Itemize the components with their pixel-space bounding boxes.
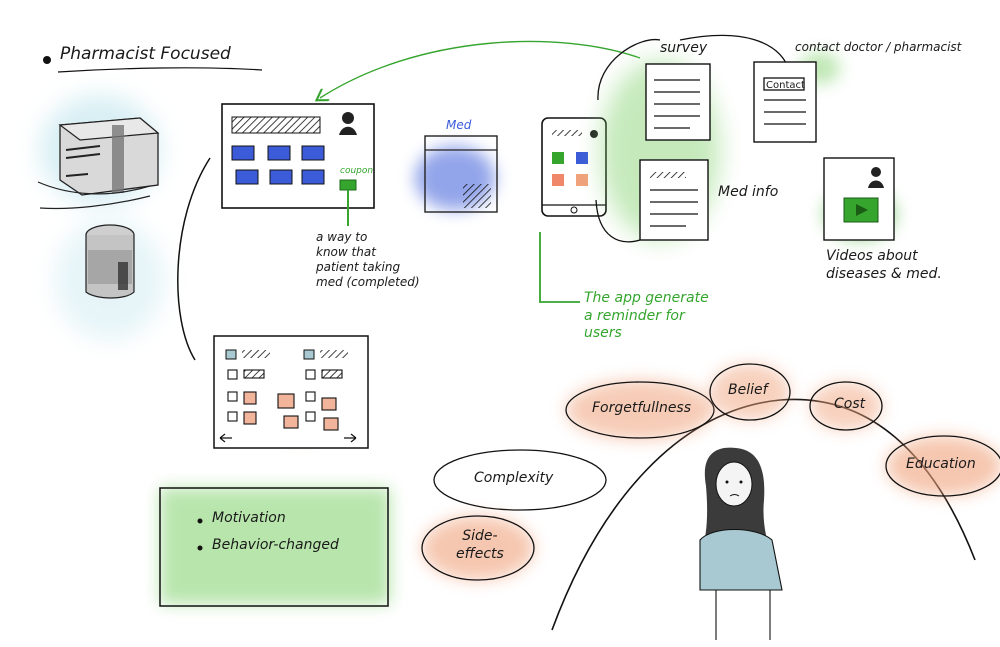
med-info-card-sketch (595, 159, 709, 243)
contact-card-sketch (753, 52, 840, 143)
video-card-sketch (823, 157, 896, 241)
contact-label: contact doctor / pharmacist (795, 40, 962, 54)
way-to-know-note: a way to know that patient taking med (c… (316, 230, 420, 289)
connector-curve (177, 157, 211, 361)
survey-label: survey (660, 40, 708, 56)
barrier-education: Education (906, 456, 976, 472)
barrier-forgetfullness: Forgetfullness (592, 400, 692, 416)
goals-box-sketch (159, 487, 390, 607)
calendar-tracker-sketch (213, 335, 369, 449)
coupon-label: coupon (340, 166, 374, 176)
dashboard-screen-sketch (221, 103, 375, 226)
barrier-cost: Cost (834, 396, 866, 412)
med-info-label: Med info (718, 184, 779, 200)
goal-behavior-changed: Behavior-changed (212, 537, 339, 553)
medicine-box-sketch (37, 95, 165, 340)
pill-bottle-sketch (85, 224, 135, 299)
reminder-note: The app generate a reminder for users (584, 290, 709, 341)
title-bullet (43, 56, 51, 64)
med-tab-label: Med (446, 118, 472, 132)
page-title: Pharmacist Focused (60, 44, 231, 64)
barrier-complexity: Complexity (474, 470, 554, 486)
videos-label: Videos about diseases & med. (826, 248, 942, 282)
med-page-sketch (415, 135, 498, 213)
barrier-belief: Belief (728, 382, 768, 398)
phone-sketch (539, 117, 607, 303)
goal-motivation: Motivation (212, 510, 286, 526)
title-underline (57, 67, 263, 73)
patient-person-sketch (699, 447, 783, 640)
barrier-side-effects: Side- effects (456, 528, 504, 562)
flow-arrow (320, 40, 641, 98)
contact-button-label: Contact (766, 80, 805, 91)
barrier-ellipses (421, 363, 1000, 581)
